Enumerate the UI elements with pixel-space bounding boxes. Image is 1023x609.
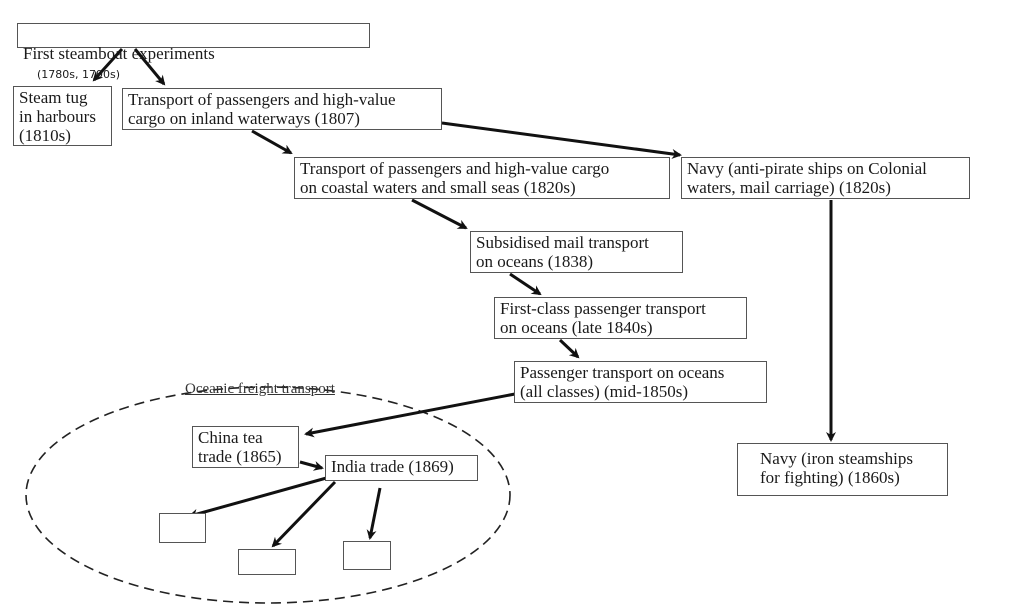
edge-inland-to-coastal <box>251 129 293 155</box>
node-india: India trade (1869) <box>325 455 478 481</box>
node-china-tea: China tea trade (1865) <box>192 426 299 468</box>
edge-china-tea-to-india <box>299 460 324 471</box>
edge-inland-to-navy-colonial <box>441 121 682 159</box>
node-steam-tug: Steam tug in harbours (1810s) <box>13 86 112 146</box>
node-coastal: Transport of passengers and high-value c… <box>294 157 670 199</box>
group-label-oceanic-freight: Oceanic freight transport <box>185 381 335 397</box>
node-navy-iron: Navy (iron steamships for fighting) (186… <box>737 443 948 496</box>
edge-all-classes-to-china-tea <box>304 392 516 438</box>
node-first-class: First-class passenger transport on ocean… <box>494 297 747 339</box>
group-oceanic-freight-ellipse <box>25 386 511 604</box>
edge-first-class-to-all-classes <box>558 338 580 359</box>
edge-first-experiments-to-steam-tug <box>92 47 124 82</box>
node-blank-2 <box>238 549 296 575</box>
edge-india-to-blank-3 <box>366 487 382 540</box>
node-mail: Subsidised mail transport on oceans (183… <box>470 231 683 273</box>
node-note: (1780s, 1790s) <box>37 68 121 81</box>
node-label: First steamboat experiments <box>23 44 215 63</box>
edge-mail-to-first-class <box>509 272 542 296</box>
node-blank-3 <box>343 541 391 570</box>
node-first-experiments: First steamboat experiments (1780s, 1790… <box>17 23 370 81</box>
node-navy-colonial: Navy (anti-pirate ships on Colonial wate… <box>681 157 970 199</box>
node-all-classes: Passenger transport on oceans (all class… <box>514 361 767 403</box>
edge-first-experiments-to-inland <box>133 48 166 86</box>
node-blank-1 <box>159 513 206 543</box>
node-inland: Transport of passengers and high-value c… <box>122 88 442 130</box>
edges <box>92 47 836 548</box>
edge-india-to-blank-1 <box>188 475 331 519</box>
edge-india-to-blank-2 <box>271 480 337 548</box>
edge-coastal-to-mail <box>411 198 468 230</box>
